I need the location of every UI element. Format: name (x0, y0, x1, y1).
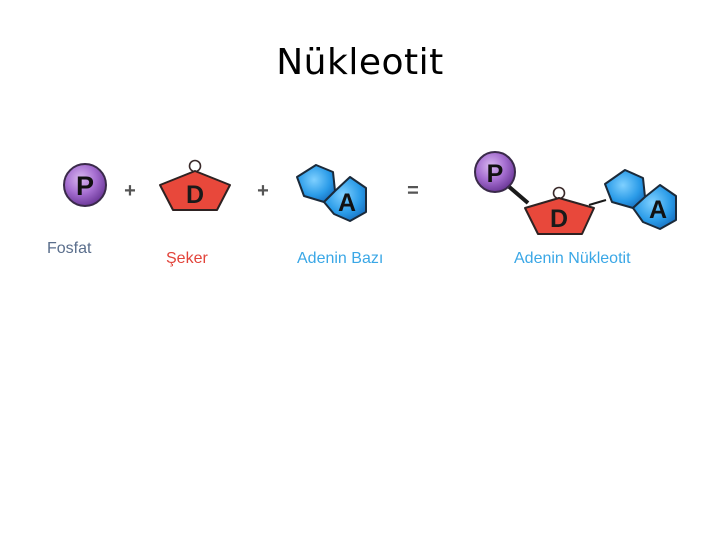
assembled-nucleotide: P D A (475, 152, 676, 234)
phosphate-label: Fosfat (47, 240, 91, 258)
sugar-label: Şeker (166, 250, 208, 268)
sugar-molecule: D (160, 161, 230, 211)
equals-operator: = (407, 180, 419, 202)
nucleotide-phosphate-symbol: P (487, 160, 504, 188)
phosphate-molecule: P (64, 164, 106, 206)
plus-operator: + (257, 180, 269, 202)
adenine-nucleotide-label: Adenin Nükleotit (514, 250, 631, 268)
nucleotide-sugar-symbol: D (550, 205, 568, 233)
nucleotide-adenine-symbol: A (649, 196, 667, 224)
plus-operator: + (124, 180, 136, 202)
phosphate-symbol: P (76, 171, 94, 201)
adenine-base-label: Adenin Bazı (297, 250, 383, 268)
adenine-base-molecule: A (297, 165, 366, 221)
sugar-symbol: D (186, 181, 204, 209)
adenine-symbol: A (338, 189, 356, 217)
